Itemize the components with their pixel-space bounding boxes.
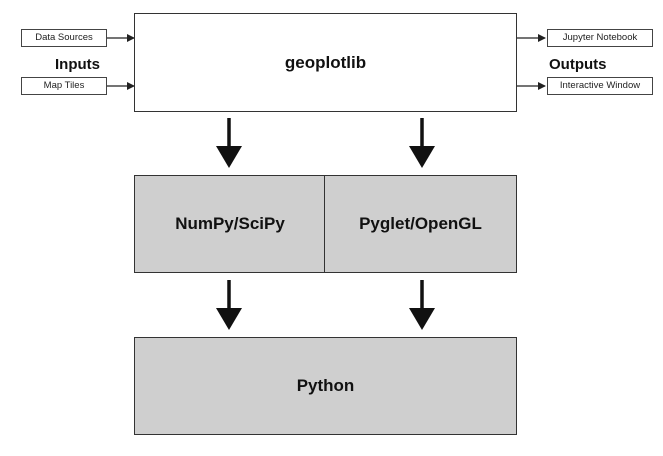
output-jupyter-notebook: Jupyter Notebook [547,29,653,47]
inputs-label: Inputs [55,56,100,73]
down-arrow-right-upper [409,118,435,168]
input-map-tiles: Map Tiles [21,77,107,95]
down-arrow-right-lower [409,280,435,330]
input-data-sources: Data Sources [21,29,107,47]
outputs-label: Outputs [549,56,607,73]
numpy-scipy-box: NumPy/SciPy [134,175,326,273]
python-box: Python [134,337,517,435]
down-arrow-left-lower [216,280,242,330]
pyglet-opengl-box: Pyglet/OpenGL [324,175,517,273]
down-arrow-left-upper [216,118,242,168]
output-interactive-window: Interactive Window [547,77,653,95]
geoplotlib-box: geoplotlib [134,13,517,112]
